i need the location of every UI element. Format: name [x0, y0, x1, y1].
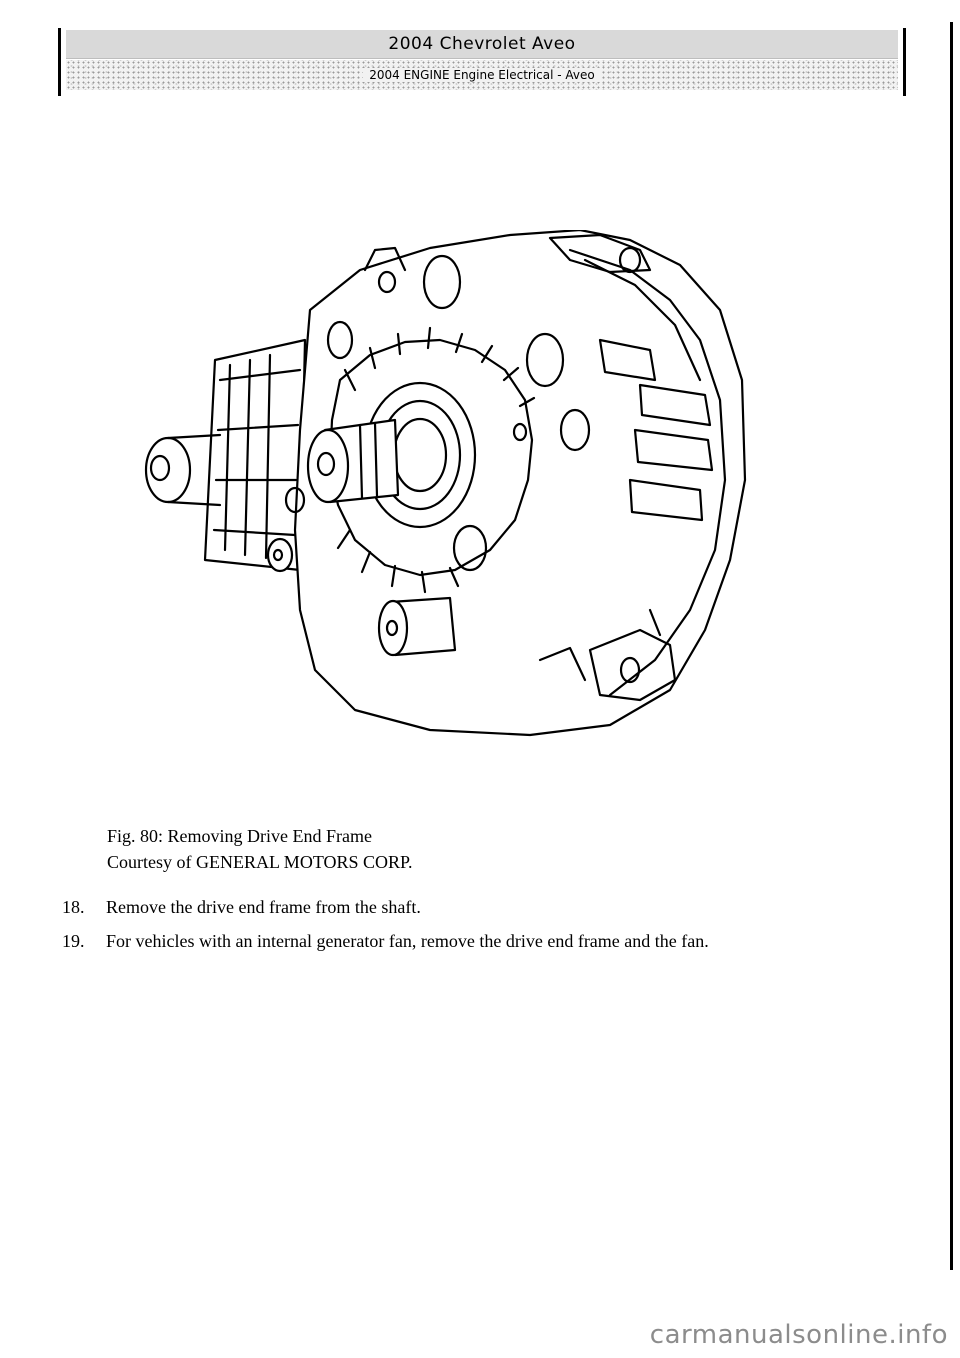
step-text: Remove the drive end frame from the shaf…	[106, 897, 421, 917]
figure-caption: Fig. 80: Removing Drive End Frame Courte…	[107, 823, 413, 875]
step-number: 18.	[62, 897, 85, 917]
header-left-rule	[58, 28, 61, 96]
figure-caption-credit: Courtesy of GENERAL MOTORS CORP.	[107, 852, 413, 872]
generator-drive-end-frame-illustration	[130, 230, 760, 750]
page-right-border	[950, 22, 953, 1270]
document-subtitle-band: 2004 ENGINE Engine Electrical - Aveo	[66, 60, 898, 90]
step-text: For vehicles with an internal generator …	[106, 931, 709, 951]
document-header: 2004 Chevrolet Aveo 2004 ENGINE Engine E…	[58, 28, 906, 96]
document-title: 2004 Chevrolet Aveo	[66, 30, 898, 59]
document-subtitle: 2004 ENGINE Engine Electrical - Aveo	[363, 68, 601, 82]
header-right-rule	[903, 28, 906, 96]
figure-caption-title: Fig. 80: Removing Drive End Frame	[107, 826, 372, 846]
site-watermark: carmanualsonline.info	[649, 1320, 948, 1350]
generator-line-drawing	[144, 230, 747, 737]
step-number: 19.	[62, 931, 85, 951]
